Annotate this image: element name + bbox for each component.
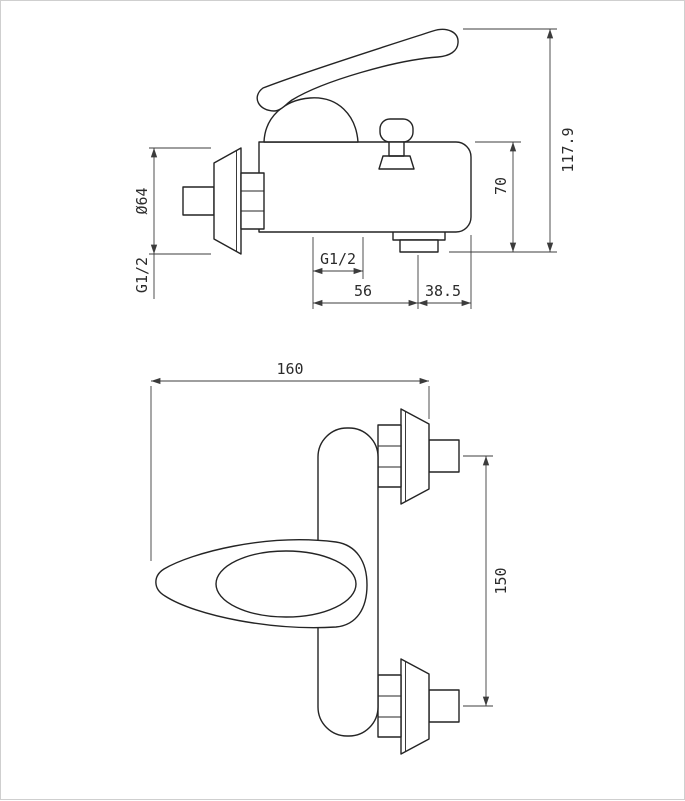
dim-body-to-outlet-label: 56	[354, 282, 372, 300]
wall-flange	[213, 147, 242, 255]
handle-lever	[256, 28, 459, 112]
diverter-neck	[388, 141, 405, 157]
dim-body-height-label: 70	[492, 177, 510, 195]
dim-outlet-to-end-label: 38.5	[425, 282, 461, 300]
diverter-knob	[379, 118, 414, 143]
front-view	[155, 408, 460, 755]
handle-lever-front	[155, 539, 368, 629]
cartridge-dome	[263, 97, 359, 143]
dim-total-width-label: 160	[276, 360, 303, 378]
front-view-dimensions: 160 150	[150, 360, 510, 707]
dim-mount-distance-label: 150	[492, 567, 510, 594]
diverter-skirt	[378, 155, 415, 170]
dim-outlet-thread-label: G1/2	[320, 250, 356, 268]
side-view	[182, 28, 472, 255]
shower-outlet-connector	[399, 239, 439, 253]
top-wall-nipple	[428, 439, 460, 473]
dim-total-height-label: 117.9	[559, 127, 577, 172]
side-view-dimensions: Ø64 G1/2 117.9 70 G1/2 56 38.5	[133, 28, 577, 309]
shower-outlet-step	[392, 232, 446, 241]
top-hex-nut	[377, 424, 402, 488]
bottom-hex-nut	[377, 674, 402, 738]
bottom-wall-nipple	[428, 689, 460, 723]
dim-wall-thread-label: G1/2	[133, 257, 151, 293]
handle-cap-seam	[215, 550, 357, 618]
faucet-body	[258, 141, 472, 233]
dim-flange-diameter-label: Ø64	[133, 187, 151, 214]
wall-nipple	[182, 186, 215, 216]
hex-nut	[240, 172, 265, 230]
